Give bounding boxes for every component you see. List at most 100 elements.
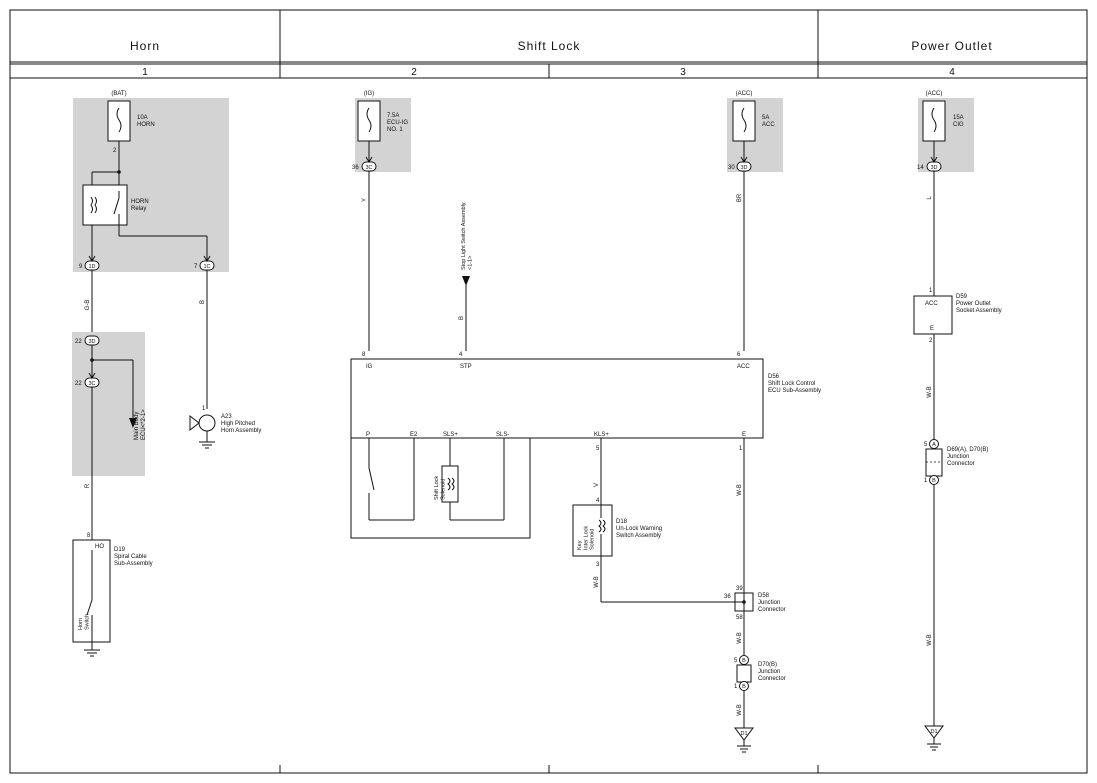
unlock-warning-switch [572, 504, 613, 557]
ecu-terminal-p: P [366, 432, 370, 438]
wire-gb-horn: G-B [85, 300, 91, 311]
wire-br-acc: BR [737, 193, 743, 202]
svg-text:5: 5 [924, 442, 928, 448]
ecu-terminal-kls-plus: KLS+ [594, 432, 609, 438]
svg-text:D1: D1 [740, 731, 747, 737]
ground-d1-power-outlet [924, 725, 944, 739]
svg-text:B: B [742, 684, 746, 690]
spiral-cable-id: D19 [114, 547, 126, 553]
svg-text:1: 1 [929, 288, 933, 294]
wire-wb-e: W-B [737, 484, 743, 496]
junction-d58-id: D58 [758, 593, 770, 599]
svg-text:(ACC): (ACC) [926, 91, 943, 97]
acc-fuse [732, 100, 756, 142]
junction-d69-id: D69(A), D70(B) [947, 447, 988, 453]
horn-fuse-source: (BAT) [111, 91, 126, 97]
shift-lock-ecu [350, 358, 764, 439]
section-title-horn: Horn [130, 39, 160, 53]
section-title-shift-lock: Shift Lock [518, 39, 581, 53]
svg-text:3D: 3D [88, 339, 95, 345]
wire-v-kls: V [594, 483, 600, 487]
svg-text:3: 3 [596, 562, 600, 568]
power-outlet-socket [913, 295, 953, 335]
wire-wb-switch: W-B [594, 576, 600, 588]
svg-text:(IG): (IG) [364, 91, 374, 97]
wire-b-horn: B [200, 300, 206, 304]
horn-fuse-pin: 2 [113, 148, 117, 154]
svg-text:58: 58 [736, 615, 743, 621]
shift-lock-ecu-id: D56 [768, 374, 780, 380]
junction-connector-d69 [925, 448, 943, 477]
horn-switch-label: HornSwitch [78, 614, 90, 630]
section-title-power-outlet: Power Outlet [911, 39, 992, 53]
svg-text:4: 4 [459, 352, 463, 358]
svg-text:14: 14 [917, 165, 924, 171]
stop-light-switch-label: Stop Light Switch Assembly<1-1> [461, 202, 473, 270]
horn-assembly-id: A23 [221, 414, 232, 420]
junction-d70b-id: D70(B) [758, 662, 777, 668]
connector-1d-pin: 9 [79, 264, 83, 270]
svg-text:8: 8 [362, 352, 366, 358]
connector-d70b-outlet [929, 475, 939, 485]
ecu-terminal-sls-minus: SLS- [496, 432, 509, 438]
svg-text:(ACC): (ACC) [736, 91, 753, 97]
svg-text:B: B [742, 658, 746, 664]
svg-text:ACC: ACC [925, 301, 938, 307]
svg-text:5: 5 [596, 446, 600, 452]
horn-assembly-symbol [198, 414, 216, 432]
column-number-3: 3 [680, 67, 686, 78]
svg-text:5: 5 [734, 658, 738, 664]
svg-text:1: 1 [739, 446, 743, 452]
column-number-1: 1 [142, 67, 148, 78]
column-number-2: 2 [411, 67, 417, 78]
ecu-terminal-acc: ACC [737, 364, 750, 370]
ecu-terminal-e2: E2 [410, 432, 418, 438]
wire-wb-outlet: W-B [927, 386, 933, 398]
svg-text:22: 22 [75, 339, 82, 345]
ecu-terminal-sls-plus: SLS+ [443, 432, 458, 438]
svg-text:36: 36 [352, 165, 359, 171]
horn-relay [82, 184, 128, 226]
main-body-ecu-label: Main BodyECU<*2-1> [134, 409, 147, 440]
key-interlock-solenoid-label: KeyInter LockSolenoid [577, 526, 596, 550]
svg-text:1C: 1C [203, 264, 210, 270]
wire-wb-d70: W-B [737, 704, 743, 716]
svg-text:1: 1 [202, 406, 206, 412]
svg-text:A: A [932, 442, 936, 448]
unlock-switch-id: D18 [616, 519, 628, 525]
svg-text:6: 6 [737, 352, 741, 358]
wire-b-stp: B [459, 316, 465, 320]
svg-text:E: E [930, 326, 934, 332]
ecu-terminal-stp: STP [460, 364, 472, 370]
horn-fuse [107, 100, 131, 142]
ecu-terminal-ig: IG [366, 364, 373, 370]
svg-text:30: 30 [728, 165, 735, 171]
ecu-terminal-e: E [742, 432, 746, 438]
svg-text:B: B [932, 478, 936, 484]
svg-text:3C: 3C [88, 381, 95, 387]
svg-text:39: 39 [736, 586, 743, 592]
svg-text:36: 36 [724, 594, 731, 600]
wire-wb-d58: W-B [737, 632, 743, 644]
column-number-4: 4 [949, 67, 955, 78]
svg-text:1: 1 [924, 478, 928, 484]
ground-d1-shift-lock [734, 727, 754, 741]
connector-1c-pin: 7 [194, 264, 198, 270]
cig-fuse [922, 100, 946, 142]
svg-text:8: 8 [87, 533, 91, 539]
svg-text:3D: 3D [930, 165, 937, 171]
svg-text:1: 1 [734, 684, 738, 690]
wire-l-cig: L [927, 196, 933, 200]
